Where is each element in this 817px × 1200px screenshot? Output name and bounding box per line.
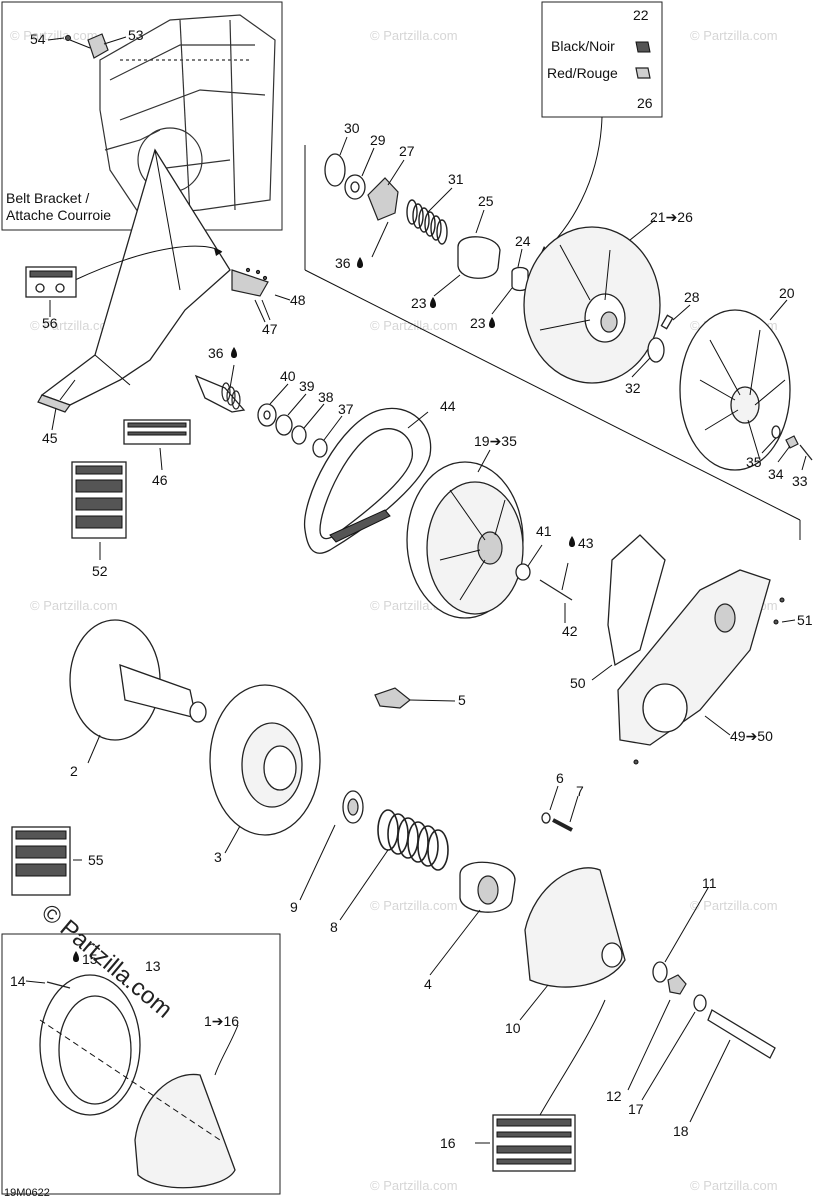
svg-text:© Partzilla.com: © Partzilla.com [30,598,118,613]
label-4: 4 [424,976,432,992]
label-28: 28 [684,289,700,305]
driven-pulley-parts [324,153,813,471]
label-25: 25 [478,193,494,209]
label-11: 11 [702,875,717,891]
label-36-upper: 36 [335,255,351,271]
label-30: 30 [344,120,360,136]
label-42: 42 [562,623,578,639]
spring-31 [406,199,448,245]
label-50: 50 [570,675,586,691]
label-33: 33 [792,473,808,489]
label-13: 13 [145,958,161,974]
label-32: 32 [625,380,641,396]
fixed-sheave-21 [523,226,661,384]
label-18: 18 [673,1123,689,1139]
svg-text:© Partzilla.com: © Partzilla.com [690,28,778,43]
black-clip-icon [635,41,651,53]
label-7: 7 [576,783,584,799]
label-15: 15 [82,951,98,967]
label-20: 20 [779,285,795,301]
label-8: 8 [330,919,338,935]
svg-text:© Partzilla.com: © Partzilla.com [690,1178,778,1193]
label-16: 16 [440,1135,456,1151]
label-43: 43 [578,535,594,551]
label-47: 47 [262,321,278,337]
label-5: 5 [458,692,466,708]
driven-pulley-box [304,145,801,540]
svg-text:© Partzilla.com: © Partzilla.com [10,28,98,43]
label-23-b: 23 [470,315,486,331]
movable-sheave-20 [679,309,791,471]
label-3: 3 [214,849,222,865]
label-2: 2 [70,763,78,779]
label-27: 27 [399,143,415,159]
drive-pulley-inset [1,933,281,1195]
belt-guard-45 [37,148,269,413]
circlip-30 [324,153,346,187]
cam-27 [367,177,399,221]
belt-bracket-title: Belt Bracket / [6,190,89,206]
label-44: 44 [440,398,456,414]
label-51: 51 [797,612,813,628]
label-34: 34 [768,466,784,482]
spring-8 [377,809,449,871]
label-24: 24 [515,233,531,249]
label-26: 26 [637,95,653,111]
belt-bracket-subtitle: Attache Courroie [6,207,111,223]
drive-pulley-parts [69,619,776,1059]
bushing-25 [457,236,501,279]
label-36-lower: 36 [208,345,224,361]
drive-side-parts [194,374,328,458]
label-55: 55 [88,852,104,868]
label-19: 19➔35 [474,433,517,449]
frame-drawing [99,14,276,216]
svg-text:© Partzilla.com: © Partzilla.com [30,318,118,333]
label-9: 9 [290,899,298,915]
svg-text:© Partzilla.com: © Partzilla.com [370,1178,458,1193]
label-31: 31 [448,171,464,187]
label-17: 17 [628,1101,644,1117]
label-53: 53 [128,27,144,43]
belt-bracket-part [65,33,109,59]
callout-labels: 30 29 27 31 25 24 21➔26 28 20 32 36 23 2… [10,120,813,1151]
driven-pulley-19 [406,461,573,619]
label-21: 21➔26 [650,209,693,225]
label-38: 38 [318,389,334,405]
label-10: 10 [505,1020,521,1036]
label-1: 1➔16 [204,1013,239,1029]
label-40: 40 [280,368,296,384]
cvt-cover-49 [607,534,785,765]
label-56: 56 [42,315,58,331]
svg-text:© Partzilla.com: © Partzilla.com [370,898,458,913]
label-14: 14 [10,973,26,989]
label-45: 45 [42,430,58,446]
label-35: 35 [746,454,762,470]
label-49: 49➔50 [730,728,773,744]
color-legend-inset: 22 Black/Noir Red/Rouge 26 [539,1,663,256]
decals [11,266,576,1172]
label-54: 54 [30,31,46,47]
label-46: 46 [152,472,168,488]
label-29: 29 [370,132,386,148]
label-52: 52 [92,563,108,579]
figure-code: 19M0622 [4,1187,50,1199]
label-48: 48 [290,292,306,308]
label-37: 37 [338,401,354,417]
label-41: 41 [536,523,552,539]
svg-text:© Partzilla.com: © Partzilla.com [690,898,778,913]
leader-lines [25,136,807,1144]
legend-red-label: Red/Rouge [547,65,618,81]
label-23-a: 23 [411,295,427,311]
label-22: 22 [633,7,649,23]
label-39: 39 [299,378,315,394]
drive-belt-44 [303,407,432,554]
red-clip-icon [635,67,651,79]
legend-black-label: Black/Noir [551,38,615,54]
label-6: 6 [556,770,564,786]
svg-text:© Partzilla.com: © Partzilla.com [370,28,458,43]
label-12: 12 [606,1088,622,1104]
